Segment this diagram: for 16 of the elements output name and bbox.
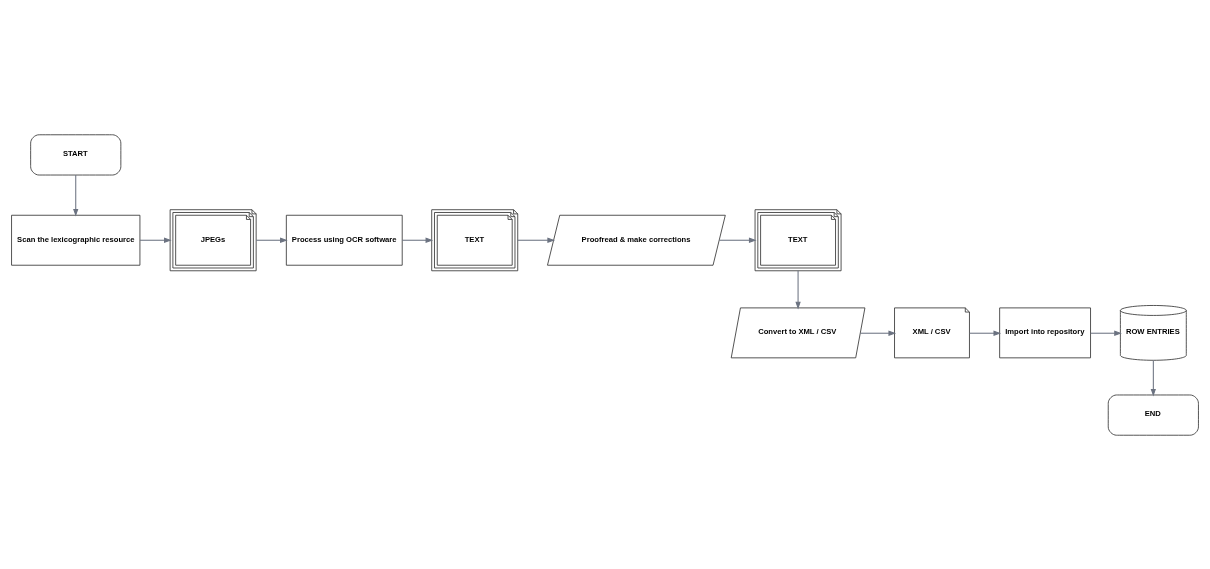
arrow [969, 330, 1002, 336]
node-box: Process using OCR software [285, 214, 403, 266]
arrow [73, 174, 79, 217]
arrow [517, 237, 555, 243]
node-box: Scan the lexicographic resource [11, 214, 141, 266]
arrow [859, 330, 897, 336]
arrow [718, 237, 757, 243]
node-box: END [1107, 394, 1199, 436]
arrow [139, 237, 172, 243]
arrow [1090, 330, 1122, 336]
arrow [401, 237, 434, 243]
node-box: START [30, 133, 122, 175]
arrow [255, 237, 288, 243]
node-box: Import into repository [999, 307, 1091, 358]
arrow [1150, 359, 1156, 397]
arrow [795, 269, 801, 309]
